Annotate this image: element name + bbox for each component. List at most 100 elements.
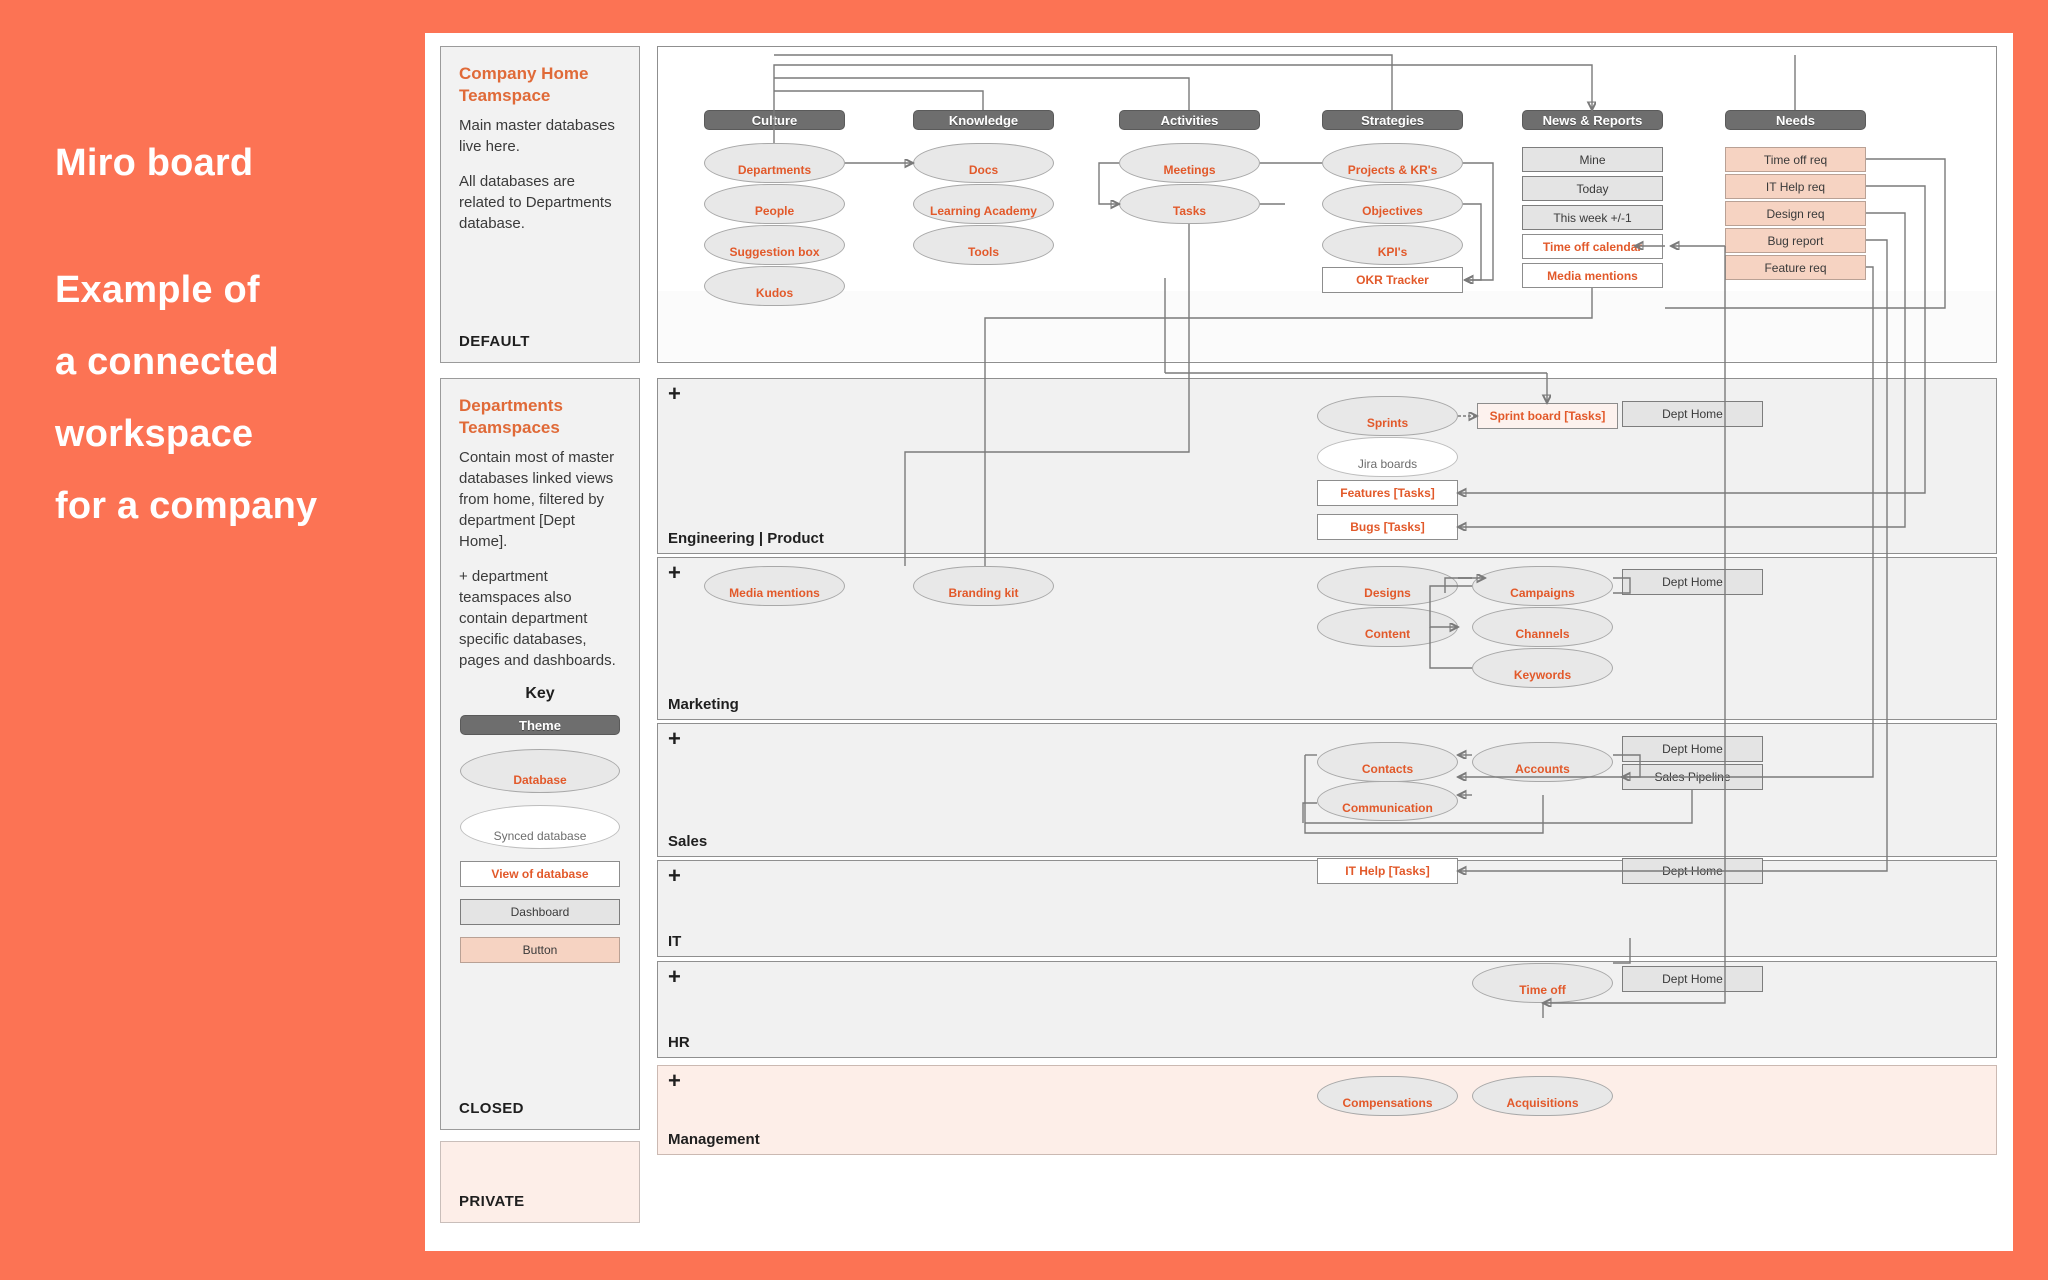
lane-plus-it[interactable]: + <box>668 863 681 888</box>
company-home-zone-footer <box>658 291 1996 361</box>
key-synced-database-swatch: Synced database <box>460 805 620 849</box>
theme-pill-knowledge[interactable]: Knowledge <box>913 110 1054 130</box>
view-time-off-calendar[interactable]: Time off calendar <box>1522 234 1663 259</box>
panel-private-tag: PRIVATE <box>459 1193 525 1210</box>
lane-hr[interactable]: + HR <box>657 961 1997 1058</box>
dashboard-today[interactable]: Today <box>1522 176 1663 201</box>
dashboard-sales-pipeline[interactable]: Sales Pipeline <box>1622 764 1763 790</box>
db-tasks[interactable]: Tasks <box>1119 184 1260 224</box>
lane-plus-hr[interactable]: + <box>668 964 681 989</box>
slide-title-block: Miro board Example of a connected worksp… <box>55 140 415 542</box>
db-people[interactable]: People <box>704 184 845 224</box>
view-bugs-tasks[interactable]: Bugs [Tasks] <box>1317 514 1458 540</box>
lane-plus-management[interactable]: + <box>668 1068 681 1093</box>
view-okr-tracker[interactable]: OKR Tracker <box>1322 267 1463 293</box>
key-view-of-database-swatch: View of database <box>460 861 620 887</box>
db-suggestion-box[interactable]: Suggestion box <box>704 225 845 265</box>
key-item-dashboard: Dashboard <box>460 899 620 925</box>
panel-departments-para-2: + department teamspaces also contain dep… <box>459 568 616 669</box>
db-channels[interactable]: Channels <box>1472 607 1613 647</box>
lane-label-hr: HR <box>668 1034 690 1051</box>
db-content[interactable]: Content <box>1317 607 1458 647</box>
key-button-swatch: Button <box>460 937 620 963</box>
db-learning-academy[interactable]: Learning Academy <box>913 184 1054 224</box>
lane-plus-marketing[interactable]: + <box>668 560 681 585</box>
view-features-tasks[interactable]: Features [Tasks] <box>1317 480 1458 506</box>
db-projects-krs[interactable]: Projects & KR's <box>1322 143 1463 183</box>
key-item-database: Database <box>460 749 620 793</box>
lane-plus-engineering[interactable]: + <box>668 381 681 406</box>
db-designs[interactable]: Designs <box>1317 566 1458 606</box>
lane-management[interactable]: + Management <box>657 1065 1997 1155</box>
db-objectives[interactable]: Objectives <box>1322 184 1463 224</box>
dashboard-dept-home-hr[interactable]: Dept Home <box>1622 966 1763 992</box>
lane-label-engineering: Engineering | Product <box>668 530 824 547</box>
db-accounts[interactable]: Accounts <box>1472 742 1613 782</box>
key-heading: Key <box>525 685 555 702</box>
db-contacts[interactable]: Contacts <box>1317 742 1458 782</box>
db-campaigns[interactable]: Campaigns <box>1472 566 1613 606</box>
dashboard-dept-home-engineering[interactable]: Dept Home <box>1622 401 1763 427</box>
theme-pill-strategies[interactable]: Strategies <box>1322 110 1463 130</box>
theme-pill-needs[interactable]: Needs <box>1725 110 1866 130</box>
key-dashboard-swatch: Dashboard <box>460 899 620 925</box>
panel-company-home-para-2: All databases are related to Departments… <box>459 173 612 232</box>
db-tools[interactable]: Tools <box>913 225 1054 265</box>
db-docs[interactable]: Docs <box>913 143 1054 183</box>
panel-company-home-tag: DEFAULT <box>459 333 530 350</box>
button-time-off-req[interactable]: Time off req <box>1725 147 1866 172</box>
db-kpis[interactable]: KPI's <box>1322 225 1463 265</box>
lane-label-marketing: Marketing <box>668 696 739 713</box>
dashboard-dept-home-marketing[interactable]: Dept Home <box>1622 569 1763 595</box>
lane-label-it: IT <box>668 933 682 950</box>
button-feature-req[interactable]: Feature req <box>1725 255 1866 280</box>
slide-subtitle-line-3: workspace <box>55 413 254 455</box>
db-meetings[interactable]: Meetings <box>1119 143 1260 183</box>
dashboard-mine[interactable]: Mine <box>1522 147 1663 172</box>
key-item-theme: Theme <box>460 715 620 737</box>
db-acquisitions[interactable]: Acquisitions <box>1472 1076 1613 1116</box>
button-bug-report[interactable]: Bug report <box>1725 228 1866 253</box>
key-database-swatch: Database <box>460 749 620 793</box>
lane-plus-sales[interactable]: + <box>668 726 681 751</box>
button-it-help-req[interactable]: IT Help req <box>1725 174 1866 199</box>
theme-pill-culture[interactable]: Culture <box>704 110 845 130</box>
db-sprints[interactable]: Sprints <box>1317 396 1458 436</box>
slide-subtitle-line-4: for a company <box>55 485 318 527</box>
panel-departments-tag: CLOSED <box>459 1100 524 1117</box>
panel-departments-para-1: Contain most of master databases linked … <box>459 449 615 550</box>
dashboard-dept-home-sales[interactable]: Dept Home <box>1622 736 1763 762</box>
panel-private[interactable]: PRIVATE <box>440 1141 640 1223</box>
key-item-button: Button <box>460 937 620 963</box>
view-sprint-board-tasks[interactable]: Sprint board [Tasks] <box>1477 403 1618 429</box>
db-media-mentions-marketing[interactable]: Media mentions <box>704 566 845 606</box>
key-item-view: View of database <box>460 861 620 887</box>
db-jira-boards[interactable]: Jira boards <box>1317 437 1458 477</box>
slide-subtitle-line-2: a connected <box>55 341 279 383</box>
slide-title-line-1: Miro board <box>55 142 254 184</box>
db-communication[interactable]: Communication <box>1317 781 1458 821</box>
db-keywords[interactable]: Keywords <box>1472 648 1613 688</box>
db-kudos[interactable]: Kudos <box>704 266 845 306</box>
db-time-off[interactable]: Time off <box>1472 963 1613 1003</box>
view-media-mentions[interactable]: Media mentions <box>1522 263 1663 288</box>
lane-label-management: Management <box>668 1131 760 1148</box>
button-design-req[interactable]: Design req <box>1725 201 1866 226</box>
lane-label-sales: Sales <box>668 833 708 850</box>
key-item-synced: Synced database <box>460 805 620 849</box>
dashboard-dept-home-it[interactable]: Dept Home <box>1622 858 1763 884</box>
db-departments[interactable]: Departments <box>704 143 845 183</box>
db-compensations[interactable]: Compensations <box>1317 1076 1458 1116</box>
slide-subtitle-line-1: Example of <box>55 269 260 311</box>
theme-pill-activities[interactable]: Activities <box>1119 110 1260 130</box>
theme-pill-news-reports[interactable]: News & Reports <box>1522 110 1663 130</box>
db-branding-kit[interactable]: Branding kit <box>913 566 1054 606</box>
key-theme-swatch: Theme <box>460 715 620 735</box>
dashboard-this-week[interactable]: This week +/-1 <box>1522 205 1663 230</box>
view-it-help-tasks[interactable]: IT Help [Tasks] <box>1317 858 1458 884</box>
